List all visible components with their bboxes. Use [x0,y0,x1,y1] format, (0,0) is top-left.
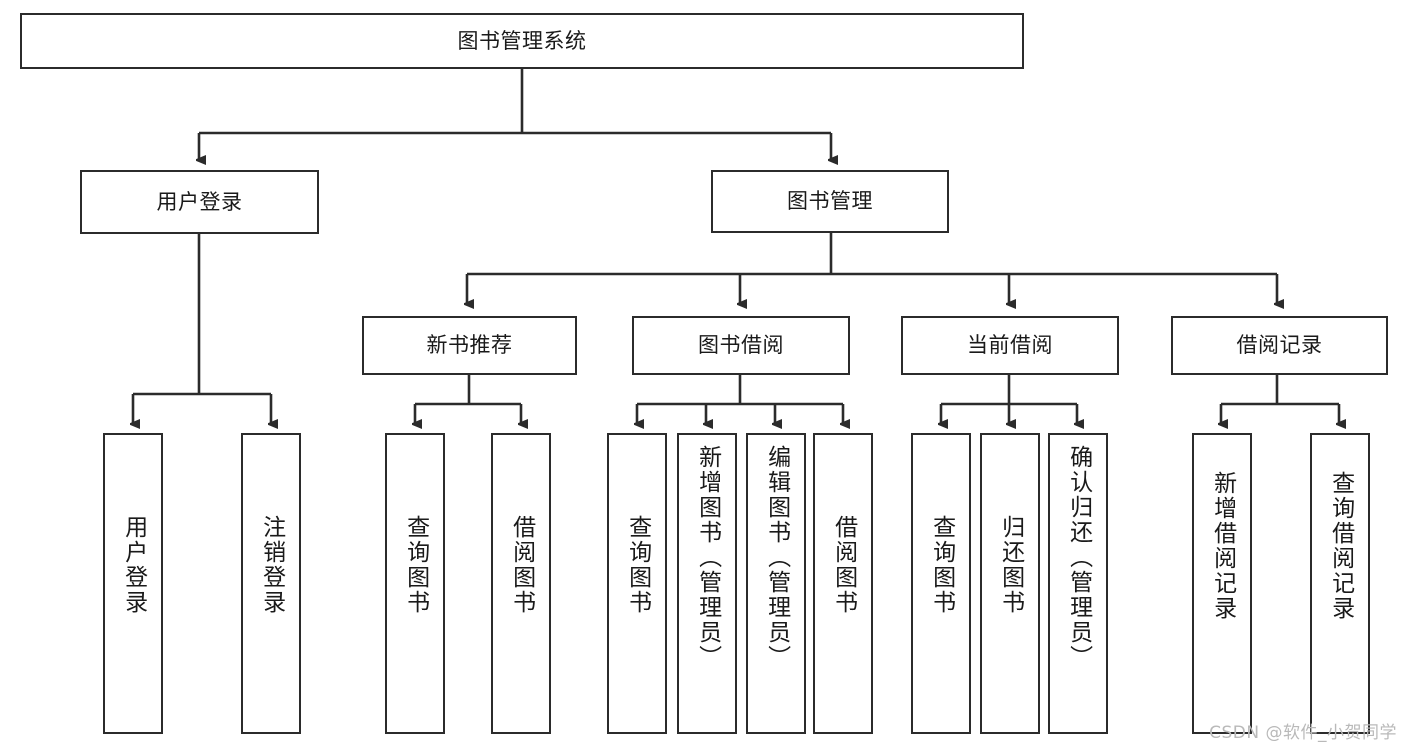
node-label: 用户登录 [156,189,243,214]
node-label: 归还图书 [997,515,1024,615]
node-label: 图书管理系统 [457,28,587,53]
node-root-book-management-system[interactable]: 图书管理系统 [20,13,1024,69]
leaf-query-book-current[interactable]: 查询图书 [911,433,971,734]
leaf-logout-login[interactable]: 注销登录 [241,433,301,734]
node-label: 借阅图书 [830,515,857,615]
node-label: 查询图书 [624,515,651,615]
node-current-borrow[interactable]: 当前借阅 [901,316,1119,375]
node-borrow-record[interactable]: 借阅记录 [1171,316,1388,375]
leaf-query-book-borrow[interactable]: 查询图书 [607,433,667,734]
leaf-add-borrow-record[interactable]: 新增借阅记录 [1192,433,1252,734]
node-label: 查询图书 [402,515,429,615]
leaf-borrow-book-recommend[interactable]: 借阅图书 [491,433,551,734]
node-label: 新增图书（管理员） [694,445,721,670]
leaf-add-book-admin[interactable]: 新增图书（管理员） [677,433,737,734]
node-label: 图书管理 [787,189,873,214]
node-label: 借阅图书 [508,515,535,615]
node-label: 新书推荐 [426,333,513,358]
leaf-confirm-return-admin[interactable]: 确认归还（管理员） [1048,433,1108,734]
leaf-borrow-book-borrow[interactable]: 借阅图书 [813,433,873,734]
node-book-borrow[interactable]: 图书借阅 [632,316,850,375]
node-book-management[interactable]: 图书管理 [711,170,949,233]
csdn-watermark: CSDN @软件_小贺同学 [1209,723,1397,743]
node-label: 图书借阅 [698,333,784,358]
node-label: 借阅记录 [1236,333,1323,358]
node-label: 新增借阅记录 [1209,471,1236,621]
node-label: 编辑图书（管理员） [763,445,790,670]
leaf-query-book-recommend[interactable]: 查询图书 [385,433,445,734]
node-user-login[interactable]: 用户登录 [80,170,319,234]
node-new-book-recommend[interactable]: 新书推荐 [362,316,577,375]
node-label: 当前借阅 [967,333,1053,358]
leaf-user-login[interactable]: 用户登录 [103,433,163,734]
leaf-edit-book-admin[interactable]: 编辑图书（管理员） [746,433,806,734]
node-label: 查询图书 [928,515,955,615]
leaf-query-borrow-record[interactable]: 查询借阅记录 [1310,433,1370,734]
node-label: 用户登录 [120,515,147,615]
node-label: 确认归还（管理员） [1065,445,1092,670]
node-label: 查询借阅记录 [1327,471,1354,621]
leaf-return-book[interactable]: 归还图书 [980,433,1040,734]
node-label: 注销登录 [258,515,285,615]
